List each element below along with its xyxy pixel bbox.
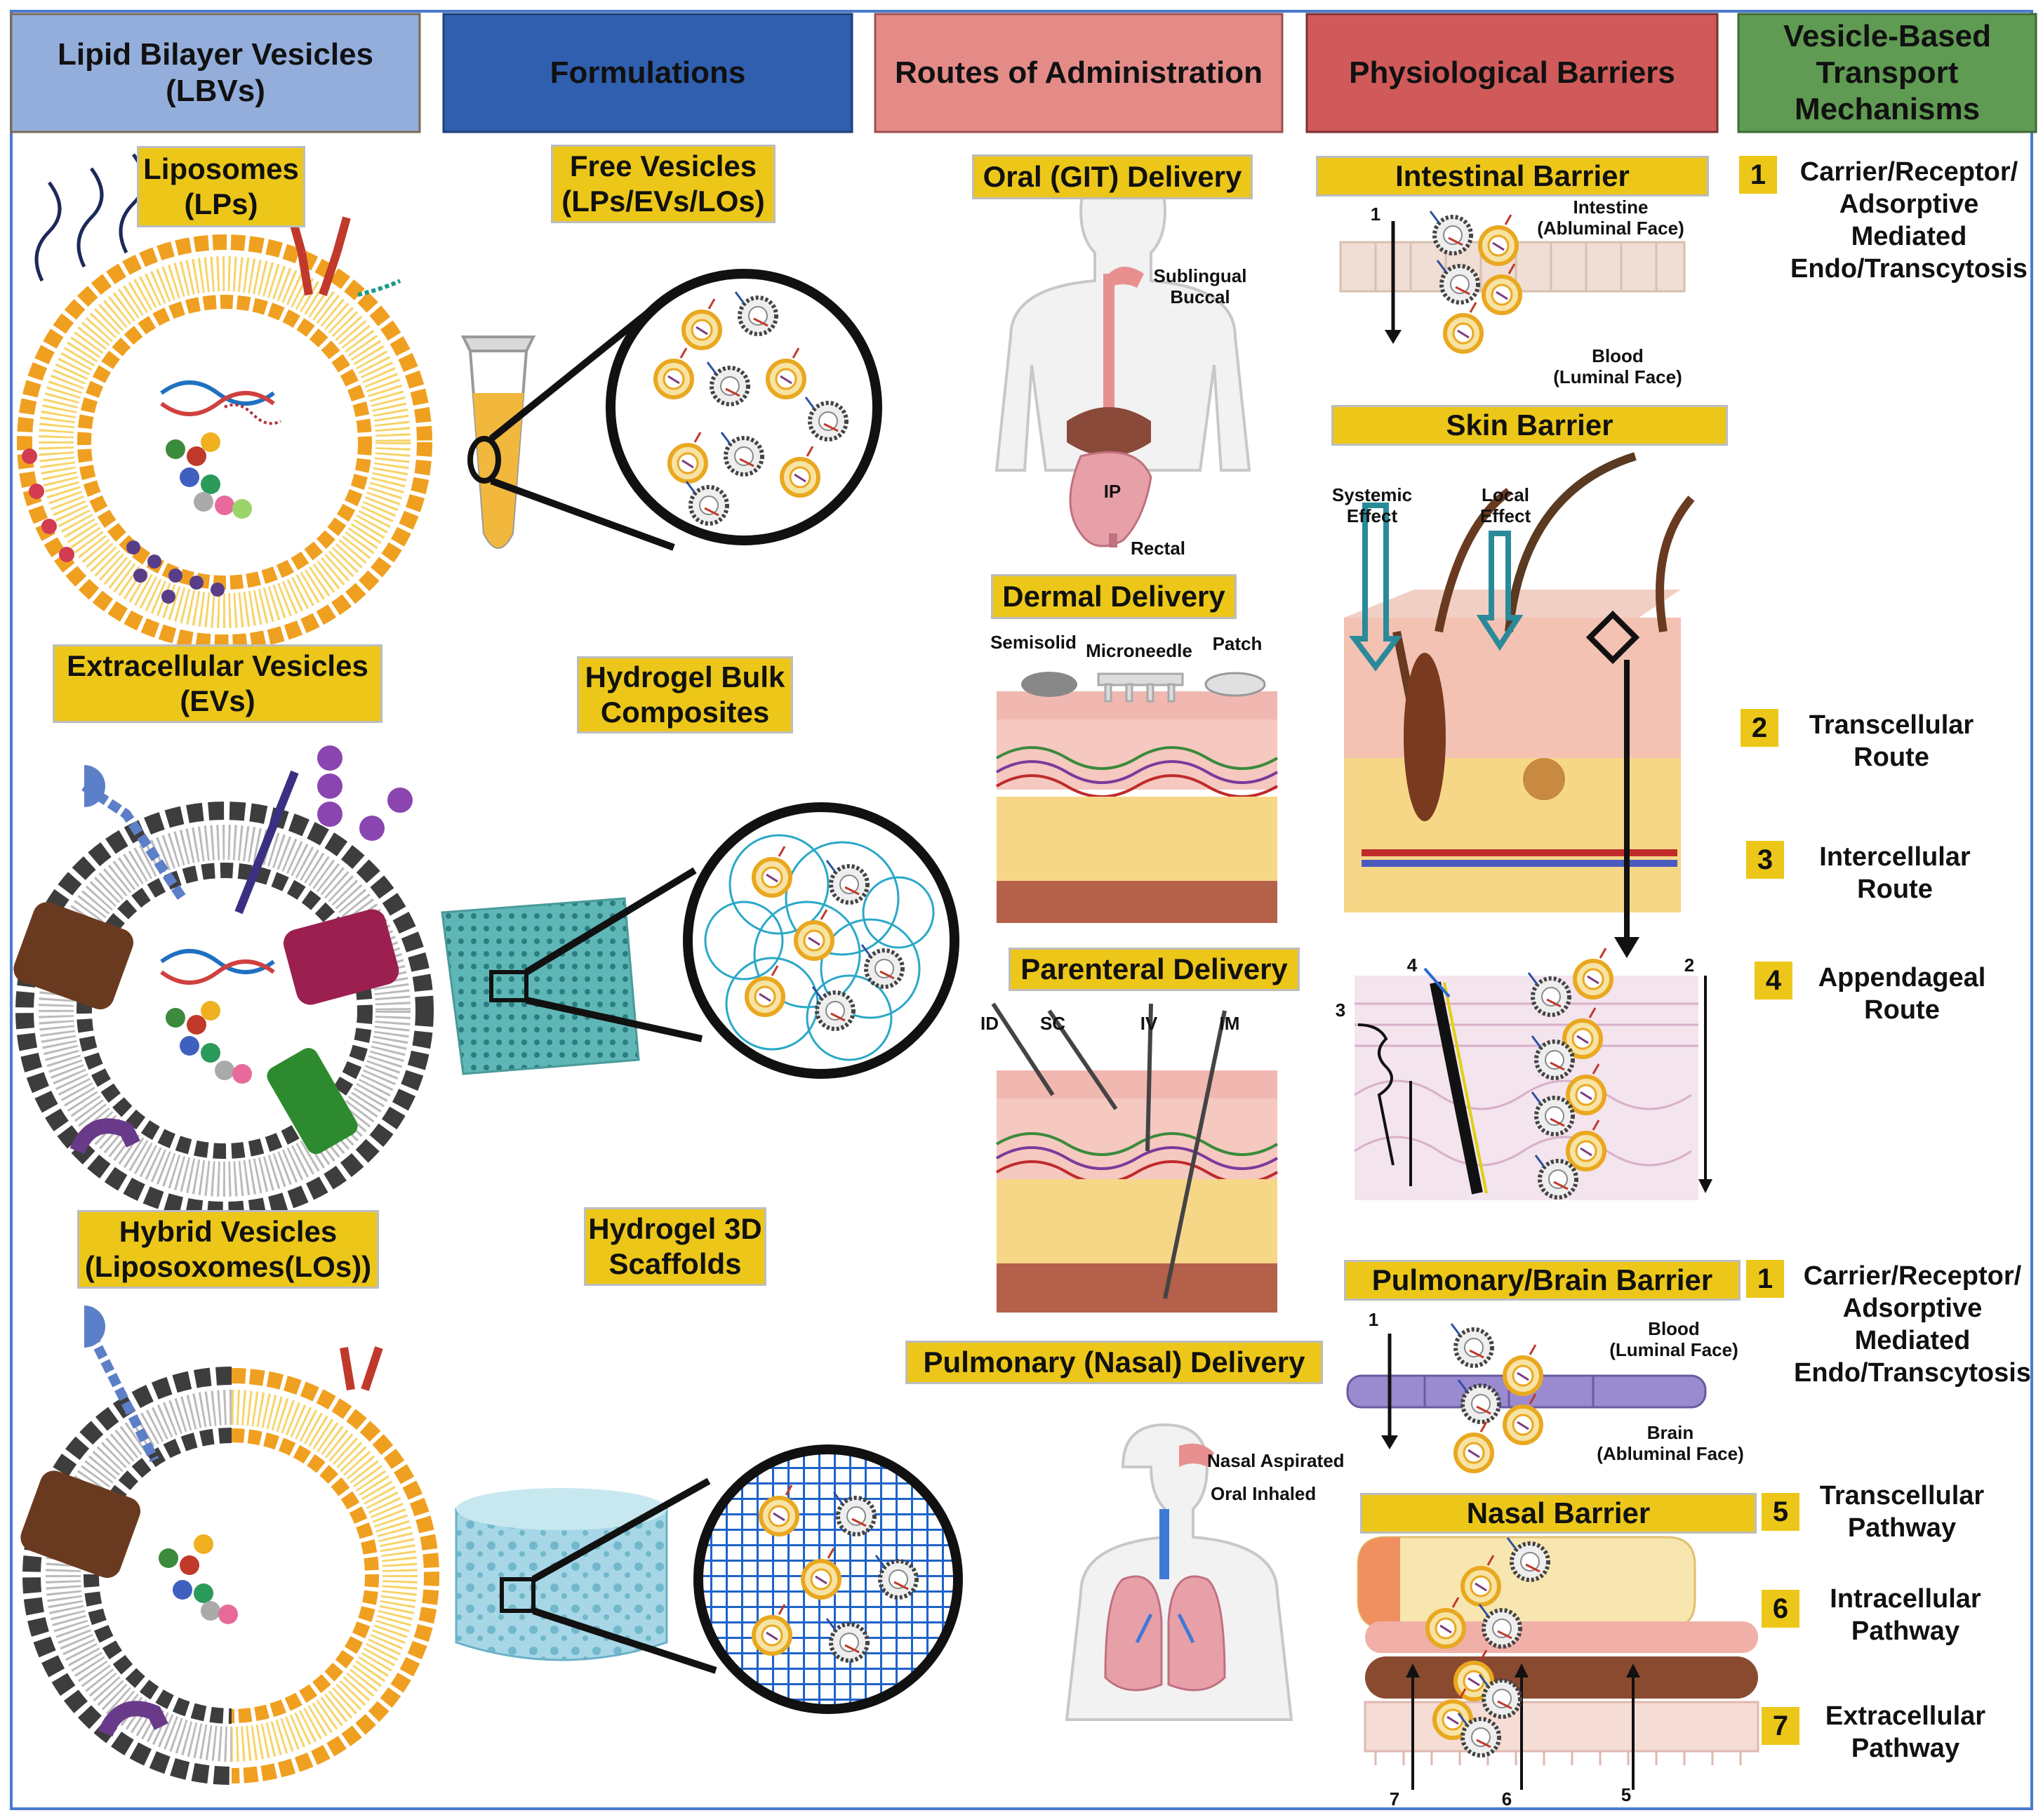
label-intestine-face: Intestine (Abluminal Face) [1537, 197, 1684, 239]
label-intestinal-arrow: 1 [1370, 204, 1381, 225]
mech-num-6: 6 [1762, 1590, 1799, 1628]
nasal-barrier-illustration [1357, 1537, 1759, 1790]
label-ip: IP [1103, 481, 1122, 502]
hydrogel-bulk-illustration [441, 802, 959, 1079]
tag-oral-delivery: Oral (GIT) Delivery [972, 154, 1253, 199]
mech-text-6: Intracellular Pathway [1830, 1584, 1981, 1646]
mech-text-3: Intercellular Route [1819, 842, 1971, 904]
tag-dermal-delivery: Dermal Delivery [991, 574, 1237, 619]
label-blood-face: Blood (Luminal Face) [1553, 345, 1682, 387]
mech-text-5: Transcellular Pathway [1819, 1481, 1985, 1543]
label-brain-blood-face: Blood (Luminal Face) [1609, 1318, 1738, 1360]
header-lbv: Lipid Bilayer Vesicles (LBVs) [57, 37, 373, 108]
label-sc: SC [1039, 1013, 1066, 1034]
mech-num-1b: 1 [1746, 1260, 1784, 1298]
free-vesicles-illustration [460, 269, 882, 551]
brain-barrier-illustration [1346, 1324, 1707, 1471]
label-skin-3: 3 [1335, 999, 1346, 1021]
parenteral-skin-illustration [991, 1002, 1279, 1313]
tag-liposomes: Liposomes (LPs) [137, 146, 305, 227]
header-formulations: Formulations [550, 55, 746, 90]
tag-evs: Extracellular Vesicles (EVs) [53, 644, 382, 723]
mech-num-5: 5 [1762, 1493, 1799, 1531]
label-skin-4: 4 [1406, 955, 1418, 976]
mech-num-2: 2 [1741, 709, 1778, 747]
label-patch: Patch [1212, 633, 1263, 654]
hybrid-illustration [20, 1305, 439, 1785]
label-semisolid: Semisolid [990, 632, 1077, 653]
label-iv: IV [1140, 1013, 1158, 1034]
mech-num-1a: 1 [1739, 156, 1777, 194]
oral-body-illustration [994, 166, 1251, 547]
pulmonary-body-illustration [1065, 1423, 1293, 1721]
tag-skin-barrier: Skin Barrier [1331, 405, 1728, 446]
tag-hybrid: Hybrid Vesicles (Liposoxomes(LOs)) [77, 1210, 379, 1289]
mech-num-3: 3 [1746, 841, 1784, 879]
mech-num-4: 4 [1755, 962, 1792, 999]
label-sublingual: Sublingual Buccal [1153, 265, 1247, 307]
liposome-illustration [17, 153, 432, 650]
tag-nasal-barrier: Nasal Barrier [1360, 1493, 1757, 1534]
label-systemic-effect: Systemic Effect [1331, 484, 1413, 526]
label-nasal-6: 6 [1501, 1788, 1512, 1809]
header-routes: Routes of Administration [895, 55, 1263, 90]
label-nasal-7: 7 [1389, 1788, 1400, 1809]
mech-text-7: Extracellular Pathway [1825, 1701, 1986, 1763]
label-nasal-aspirated: Nasal Aspirated [1207, 1450, 1345, 1471]
hydrogel-scaffold-illustration [455, 1444, 963, 1714]
label-id: ID [980, 1013, 999, 1034]
mech-num-7: 7 [1762, 1707, 1799, 1745]
tag-brain-barrier: Pulmonary/Brain Barrier [1344, 1260, 1741, 1301]
tag-free-vesicles: Free Vesicles (LPs/EVs/LOs) [551, 145, 776, 223]
tag-parenteral-delivery: Parenteral Delivery [1009, 948, 1300, 991]
label-brain-face: Brain (Abluminal Face) [1597, 1422, 1744, 1464]
mech-text-2: Transcellular Route [1809, 710, 1974, 772]
tag-intestinal-barrier: Intestinal Barrier [1316, 156, 1709, 197]
label-oral-inhaled: Oral Inhaled [1211, 1483, 1317, 1504]
tag-pulmonary-delivery: Pulmonary (Nasal) Delivery [905, 1341, 1323, 1384]
header-barriers: Physiological Barriers [1349, 55, 1675, 90]
label-brain-arrow: 1 [1368, 1309, 1379, 1330]
intestinal-barrier-illustration [1339, 211, 1686, 352]
label-rectal: Rectal [1130, 538, 1186, 559]
tag-hydrogel-bulk: Hydrogel Bulk Composites [577, 656, 793, 733]
skin-barrier-illustration [1344, 452, 1695, 958]
mech-text-4: Appendageal Route [1818, 963, 1986, 1025]
dermal-skin-illustration [995, 672, 1279, 923]
skin-zoom-illustration [1354, 948, 1712, 1200]
mech-text-1b: Carrier/Receptor/ Adsorptive Mediated En… [1794, 1261, 2031, 1388]
figure-frame [10, 10, 2033, 1810]
label-skin-2: 2 [1684, 955, 1695, 976]
label-im: IM [1219, 1013, 1240, 1034]
header-mechanisms: Vesicle-Based Transport Mechanisms [1783, 19, 1991, 126]
tag-hydrogel-scaffold: Hydrogel 3D Scaffolds [584, 1207, 766, 1286]
ev-illustration [13, 745, 434, 1220]
mech-text-1a: Carrier/Receptor/ Adsorptive Mediated En… [1790, 157, 2028, 284]
label-microneedle: Microneedle [1086, 640, 1192, 661]
label-local-effect: Local Effect [1479, 484, 1531, 526]
label-nasal-5: 5 [1621, 1784, 1632, 1805]
